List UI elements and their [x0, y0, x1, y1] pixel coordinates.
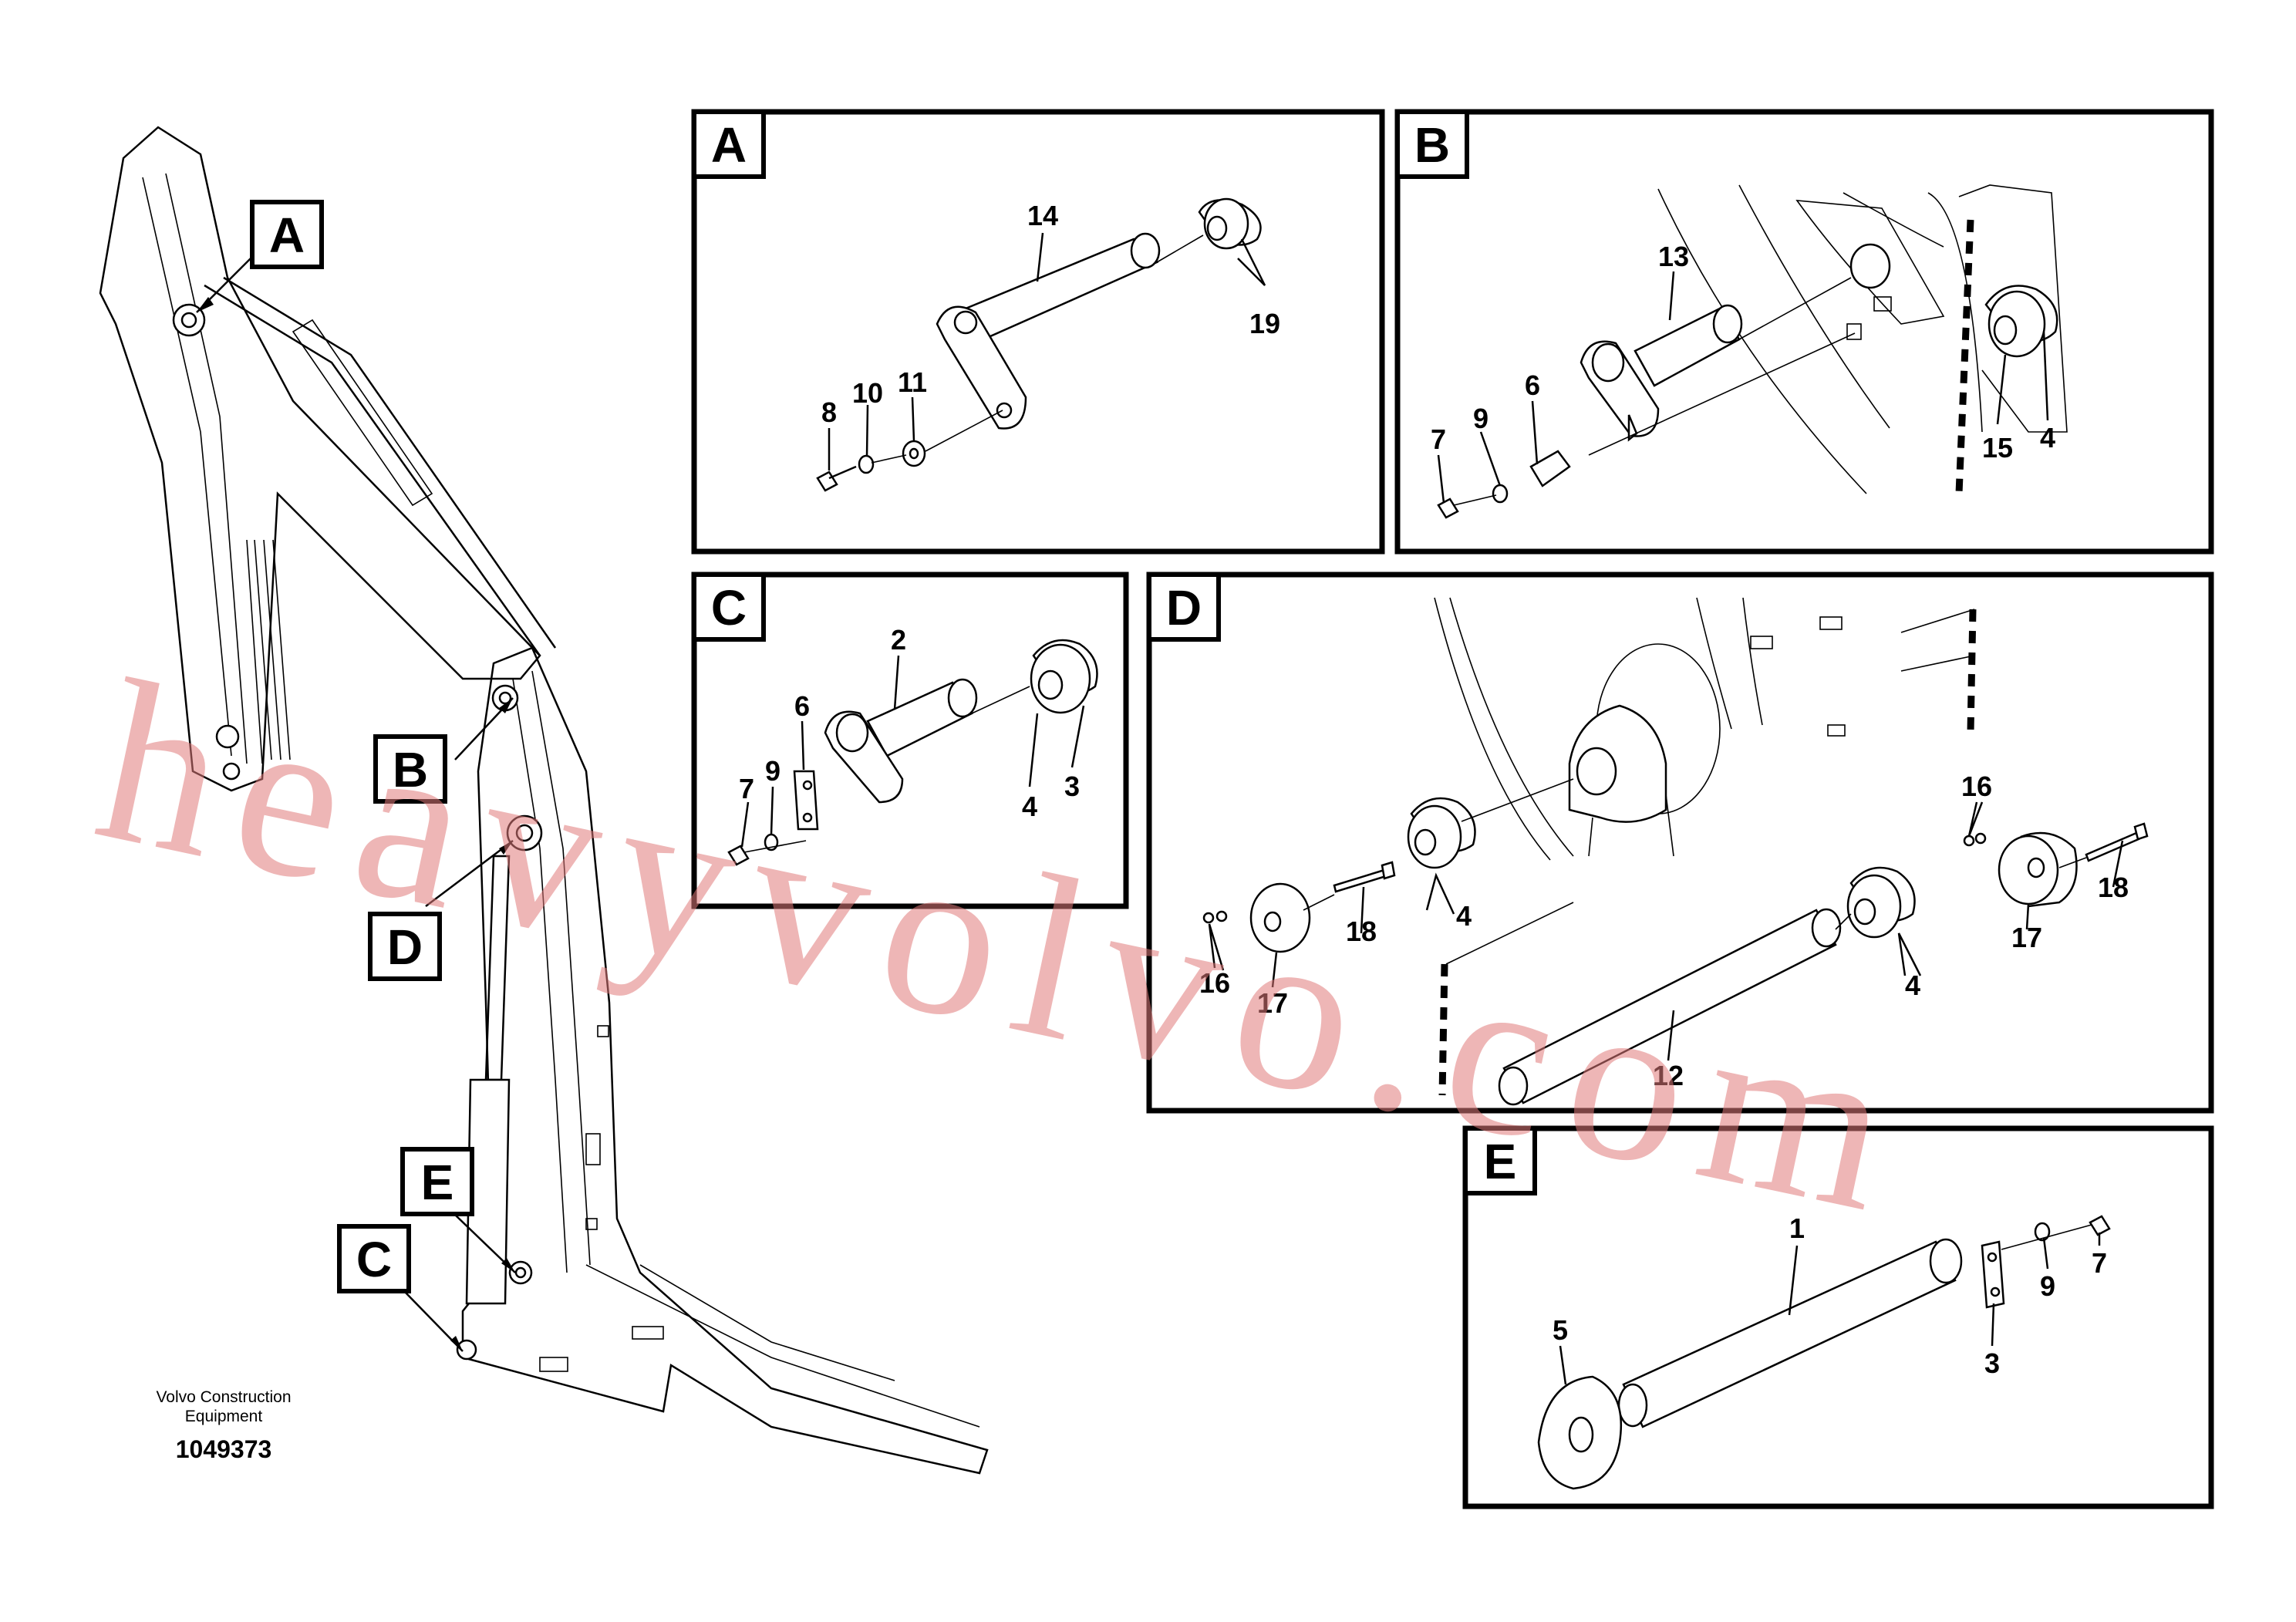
panel-d-callout-17-left: 17 — [1257, 987, 1288, 1019]
overview-tag-d: D — [368, 912, 442, 981]
panel-d-callout-18-right: 18 — [2098, 872, 2129, 903]
panel-c-callout-9: 9 — [765, 755, 781, 787]
panel-d-callout-18-left: 18 — [1346, 916, 1377, 947]
overview-tag-c: C — [337, 1224, 411, 1293]
overview-tag-a: A — [250, 200, 324, 269]
panel-d: D — [1146, 572, 2214, 1114]
panel-e: E 1 5 3 9 7 — [1462, 1125, 2214, 1509]
panel-b-callout-15: 15 — [1982, 432, 2013, 464]
panel-b-callout-7: 7 — [1431, 423, 1446, 455]
panel-e-callout-3: 3 — [1984, 1347, 2000, 1379]
panel-d-callout-16-left: 16 — [1199, 967, 1230, 999]
panel-e-letter: E — [1484, 1134, 1517, 1189]
panel-b-callout-9: 9 — [1473, 403, 1489, 434]
panel-d-callout-17-right: 17 — [2011, 922, 2042, 953]
panel-d-callout-4-left: 4 — [1456, 900, 1472, 932]
panel-d-callout-4-right: 4 — [1905, 969, 1920, 1001]
panel-a-callout-14: 14 — [1027, 200, 1058, 231]
panel-e-callout-9: 9 — [2040, 1270, 2055, 1302]
panel-a-callout-11: 11 — [898, 366, 927, 398]
boom-overview — [99, 126, 989, 1475]
overview-tag-e-label: E — [421, 1155, 454, 1210]
overview-tag-b-label: B — [393, 742, 428, 798]
panel-d-letter: D — [1166, 580, 1202, 636]
drawing-number: 1049373 — [176, 1435, 272, 1463]
panel-c: C 2 6 7 9 4 3 — [691, 572, 1129, 909]
panel-c-letter: C — [711, 580, 747, 636]
drawing-credit: Volvo Construction Equipment 1049373 — [156, 1388, 291, 1463]
panel-d-callout-16-right: 16 — [1961, 771, 1992, 802]
panel-a: A 14 19 8 10 11 — [691, 109, 1385, 555]
panel-b-callout-4: 4 — [2040, 422, 2055, 454]
panel-d-callout-12: 12 — [1653, 1060, 1684, 1091]
panel-c-callout-6: 6 — [794, 690, 810, 722]
overview-tag-d-label: D — [387, 919, 423, 975]
panel-a-letter: A — [711, 117, 747, 173]
panel-c-callout-4: 4 — [1022, 791, 1037, 822]
panel-b-callout-13: 13 — [1658, 241, 1689, 272]
panel-b-letter: B — [1414, 117, 1450, 173]
panel-e-callout-5: 5 — [1553, 1314, 1568, 1346]
overview-tag-a-label: A — [269, 207, 305, 263]
credit-line2: Equipment — [185, 1408, 263, 1425]
panel-e-callout-1: 1 — [1789, 1212, 1805, 1244]
overview-tag-c-label: C — [356, 1232, 392, 1287]
overview-tag-b: B — [373, 734, 447, 804]
overview-tag-e: E — [400, 1147, 474, 1216]
credit-line1: Volvo Construction — [156, 1388, 291, 1406]
panel-c-callout-3: 3 — [1064, 771, 1080, 802]
panel-b-callout-6: 6 — [1525, 369, 1540, 401]
panel-a-callout-8: 8 — [821, 396, 837, 428]
panel-b: B 13 6 7 — [1394, 109, 2214, 555]
panel-c-callout-2: 2 — [891, 624, 906, 656]
panel-a-callout-19: 19 — [1249, 308, 1280, 339]
panel-e-callout-7: 7 — [2092, 1247, 2107, 1279]
overview-leaders — [196, 246, 516, 1352]
panel-c-callout-7: 7 — [739, 773, 754, 804]
panel-a-callout-10: 10 — [852, 377, 883, 409]
